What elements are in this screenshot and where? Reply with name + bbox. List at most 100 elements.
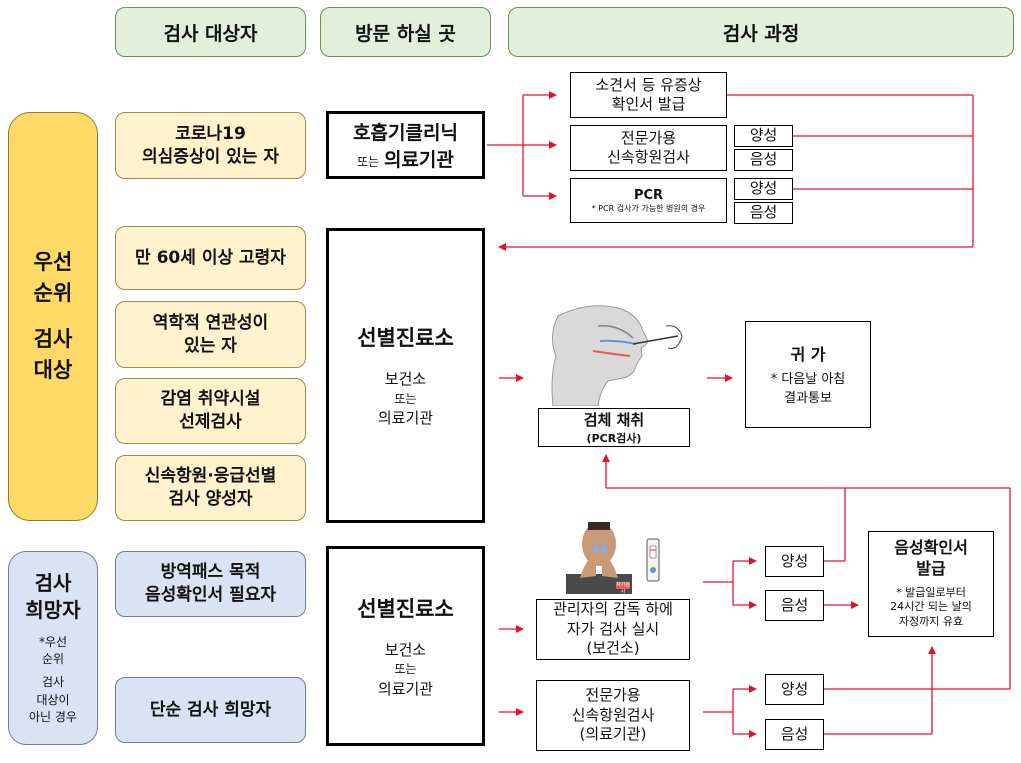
process-pcr-note: * PCR 검사가 가능한 병원의 경우 [591, 203, 706, 213]
category-priority-line: 대상 [33, 358, 73, 382]
category-hope: 검사 희망자 *우선 순위 검사 대상이 아닌 경우 [8, 551, 98, 745]
process-specimen-sub: (PCR검사) [586, 432, 642, 445]
category-priority-line: 검사 [33, 326, 73, 351]
category-hope-note: 아닌 경우 [29, 710, 77, 725]
place-or: 또는 [357, 155, 380, 169]
place-line: 보건소 [384, 370, 427, 389]
process-pcr-title: PCR [633, 187, 664, 203]
header-process: 검사 과정 [508, 7, 1014, 57]
place-or: 또는 [394, 662, 417, 677]
process-line: 확인서 발급 [611, 95, 686, 113]
process-pro-rapid-clinic: 전문가용 신속항원검사 (의료기관) [536, 680, 690, 751]
header-target-label: 검사 대상자 [163, 22, 258, 45]
place-line: 의료기관 [383, 149, 454, 171]
result-positive: 양성 [765, 674, 824, 705]
target-line: 코로나19 [175, 123, 246, 144]
process-line: 전문가용 [620, 128, 677, 147]
place-title: 선별진료소 [357, 596, 454, 621]
nasal-swab-drawing [551, 305, 683, 407]
target-line: 있는 자 [184, 335, 237, 356]
place-or: 또는 [394, 391, 417, 406]
result-positive: 양성 [734, 178, 793, 200]
place-line: 호흡기클리닉 [353, 122, 458, 144]
self-test-caption: 자가검사 [616, 582, 630, 595]
process-line: 소견서 등 유증상 [595, 75, 702, 94]
result-negative: 음성 [734, 149, 793, 171]
target-line: 의심증상이 있는 자 [142, 146, 279, 167]
process-negative-certificate: 음성확인서 발급 * 발급일로부터 24시간 되는 날의 자정까지 유효 [868, 531, 994, 637]
process-line: 신속항원검사 [607, 148, 690, 166]
process-line: 자가 검사 실시 [566, 619, 660, 638]
process-go-home-note: 결과통보 [784, 390, 832, 406]
category-priority: 우선 순위 검사 대상 [8, 112, 98, 521]
place-screening-center-2: 선별진료소 보건소 또는 의료기관 [326, 546, 485, 746]
target-covid-symptom: 코로나19 의심증상이 있는 자 [115, 112, 306, 179]
process-neg-cert-title: 발급 [916, 558, 946, 578]
place-respiratory-clinic: 호흡기클리닉 또는 의료기관 [326, 111, 485, 179]
test-kit-icon [646, 538, 660, 582]
process-go-home-note: * 다음날 아침 [770, 372, 846, 388]
process-pro-rapid: 전문가용 신속항원검사 [570, 125, 727, 171]
process-go-home-title: 귀 가 [790, 345, 826, 365]
place-line: 의료기관 [377, 679, 434, 698]
category-hope-note: 검사 [41, 675, 65, 690]
result-label: 음성 [749, 150, 778, 169]
header-visit: 방문 하실 곳 [320, 7, 491, 57]
category-hope-note: 순위 [41, 651, 65, 666]
result-positive: 양성 [734, 125, 793, 147]
target-simple-hope: 단순 검사 희망자 [115, 677, 306, 743]
target-line: 검사 양성자 [168, 489, 253, 509]
result-negative: 음성 [765, 719, 824, 750]
process-neg-cert-note: 24시간 되는 날의 [890, 600, 972, 614]
place-line: 의료기관 [377, 409, 434, 428]
target-line: 감염 취약시설 [160, 389, 261, 410]
result-positive: 양성 [765, 546, 824, 577]
target-line: 선제검사 [179, 412, 242, 432]
process-specimen-title: 검체 채취 [583, 411, 645, 429]
self-test-illustration: 자가검사 [566, 518, 632, 595]
category-priority-line: 우선 [33, 249, 73, 274]
result-label: 양성 [780, 551, 809, 570]
result-label: 음성 [780, 595, 809, 614]
process-line: 관리자의 감독 하에 [553, 600, 673, 619]
target-line: 만 60세 이상 고령자 [135, 247, 286, 268]
result-negative: 음성 [765, 590, 824, 621]
target-quarantine-pass: 방역패스 목적 음성확인서 필요자 [115, 551, 306, 617]
test-kit-drawing [646, 538, 660, 582]
header-process-label: 검사 과정 [722, 22, 800, 45]
target-vulnerable: 감염 취약시설 선제검사 [115, 378, 306, 444]
target-rapid-positive: 신속항원·응급선별 검사 양성자 [115, 455, 306, 521]
category-hope-note: 대상이 [36, 692, 70, 707]
process-specimen: 검체 채취 (PCR검사) [538, 408, 690, 447]
process-neg-cert-note: * 발급일로부터 [896, 585, 966, 599]
target-line: 음성확인서 필요자 [144, 585, 277, 605]
process-certificate: 소견서 등 유증상 확인서 발급 [570, 72, 727, 118]
target-line: 단순 검사 희망자 [149, 699, 272, 720]
place-line: 보건소 [384, 640, 427, 659]
category-priority-line: 순위 [33, 281, 73, 305]
result-negative: 음성 [734, 202, 793, 224]
header-target: 검사 대상자 [115, 7, 306, 57]
target-line: 신속항원·응급선별 [144, 466, 277, 487]
result-label: 양성 [749, 179, 778, 198]
process-pcr: PCR * PCR 검사가 가능한 병원의 경우 [570, 178, 727, 223]
result-label: 음성 [780, 724, 809, 743]
process-neg-cert-note: 자정까지 유효 [898, 615, 964, 629]
self-test-drawing [566, 522, 632, 594]
process-line: (보건소) [586, 639, 640, 658]
result-label: 양성 [749, 126, 778, 145]
place-title: 선별진료소 [357, 326, 454, 351]
target-elderly: 만 60세 이상 고령자 [115, 226, 306, 290]
target-epidemiological: 역학적 연관성이 있는 자 [115, 301, 306, 368]
nasal-swab-illustration [538, 296, 688, 407]
process-neg-cert-title: 음성확인서 [894, 537, 968, 557]
result-label: 양성 [780, 679, 809, 698]
header-visit-label: 방문 하실 곳 [355, 22, 456, 45]
process-line: 신속항원검사 [571, 705, 655, 724]
process-go-home: 귀 가 * 다음날 아침 결과통보 [745, 321, 871, 428]
result-label: 음성 [749, 203, 778, 222]
process-line: 전문가용 [585, 686, 641, 705]
category-hope-title: 검사 [34, 570, 72, 595]
target-line: 역학적 연관성이 [152, 312, 269, 333]
category-hope-title: 희망자 [25, 597, 81, 622]
